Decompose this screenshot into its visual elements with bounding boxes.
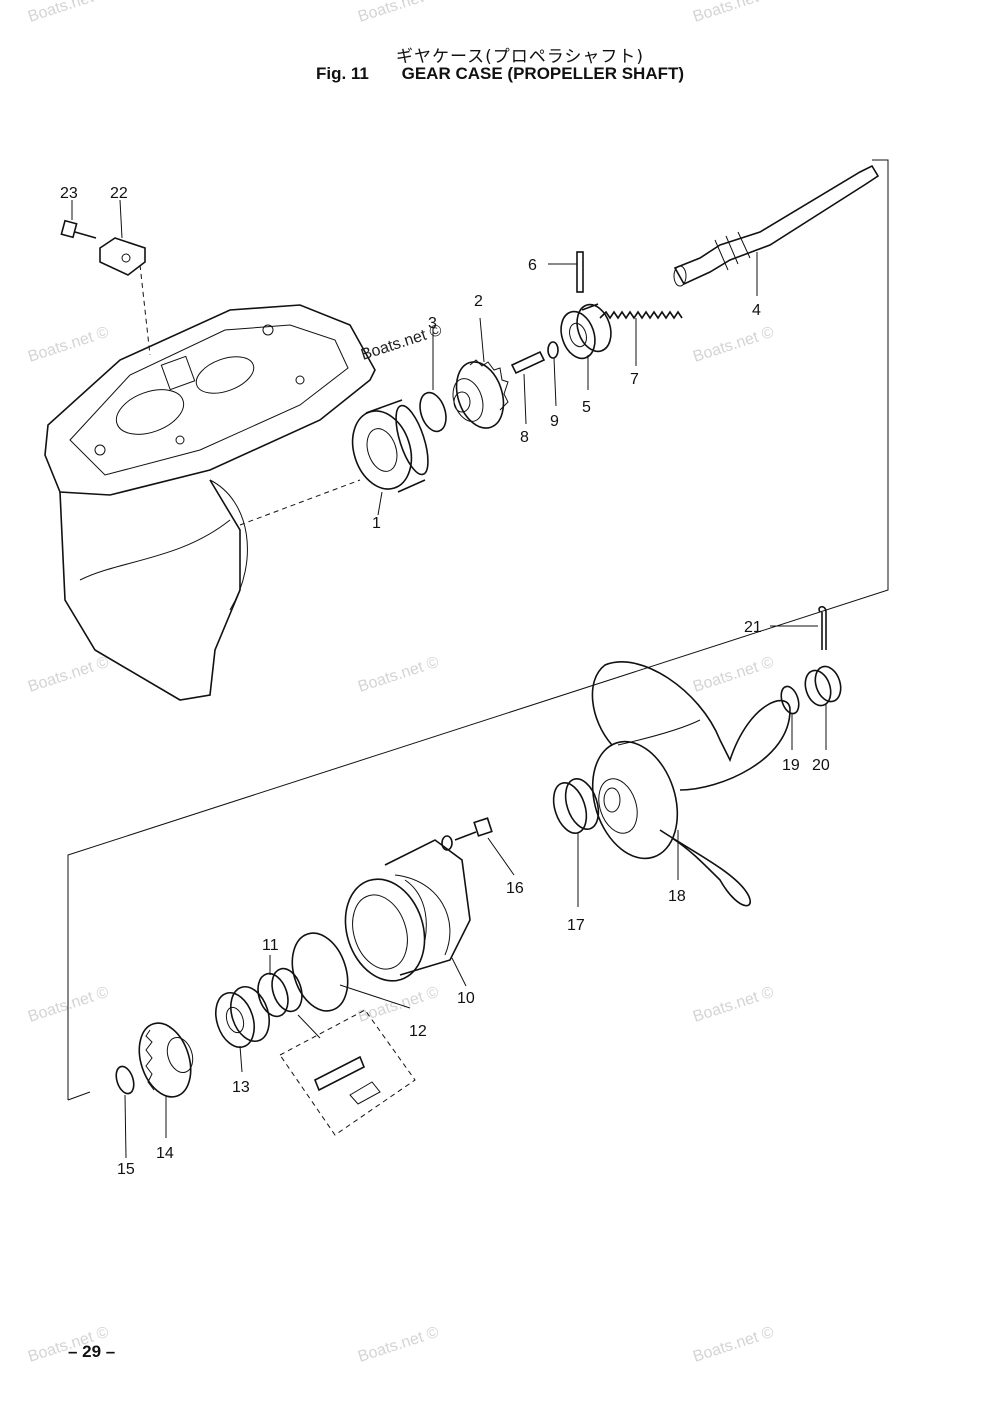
- callout-14: 14: [156, 1145, 174, 1162]
- gear-case-housing: [44, 304, 376, 701]
- callout-20: 20: [812, 757, 830, 774]
- shim-3: [419, 391, 447, 433]
- reverse-gear-2: [452, 359, 509, 429]
- spring-7: [599, 310, 683, 320]
- pin-9: [547, 341, 559, 359]
- castle-nut-20: [804, 665, 842, 707]
- bearing-housing-10: [344, 839, 471, 982]
- callout-3: 3: [428, 315, 437, 332]
- watermark: Boats.net ©: [356, 1324, 441, 1366]
- callout-23: 23: [60, 185, 78, 202]
- callout-19: 19: [782, 757, 800, 774]
- bolt-23: [60, 219, 97, 239]
- bolt-16: [441, 817, 493, 851]
- callout-13: 13: [232, 1079, 250, 1096]
- callout-2: 2: [474, 293, 483, 310]
- propeller-shaft-4: [673, 164, 880, 287]
- watermark: Boats.net ©: [356, 0, 441, 26]
- leader-lines: [71, 199, 827, 1159]
- o-ring-12: [291, 932, 349, 1012]
- watermark: Boats.net ©: [26, 654, 111, 696]
- callout-11: 11: [262, 937, 279, 954]
- push-rod-8: [510, 350, 546, 375]
- figure-title-japanese: ギヤケース(プロペラシャフト): [395, 47, 645, 67]
- page-number: – 29 –: [68, 1342, 116, 1361]
- clutch-dog-5: [560, 303, 612, 360]
- oil-seal-11: [257, 967, 303, 1018]
- callout-5: 5: [582, 399, 591, 416]
- ball-bearing-1: [351, 399, 429, 493]
- watermark: Boats.net ©: [26, 324, 111, 366]
- assembly-frame: [67, 159, 889, 1101]
- callout-18: 18: [668, 888, 686, 905]
- callout-12: 12: [409, 1023, 427, 1040]
- callout-22: 22: [110, 185, 128, 202]
- figure-title: Fig. 11 GEAR CASE (PROPELLER SHAFT): [0, 64, 1000, 84]
- callout-15: 15: [117, 1161, 135, 1178]
- washer-19: [780, 685, 800, 715]
- figure-number: Fig. 11: [315, 64, 369, 83]
- callout-10: 10: [457, 990, 475, 1007]
- callout-16: 16: [506, 880, 524, 897]
- cross-pin-6: [576, 251, 584, 293]
- propeller-18: [591, 661, 791, 907]
- watermark: Boats.net ©: [356, 654, 441, 696]
- watermark: Boats.net ©: [691, 1324, 776, 1366]
- callout-4: 4: [752, 302, 761, 319]
- ball-bearing-13: [215, 985, 270, 1049]
- callout-8: 8: [520, 429, 529, 446]
- forward-gear-14: [138, 1022, 194, 1098]
- shim-15: [115, 1065, 135, 1095]
- anode-22: [99, 237, 146, 276]
- callout-17: 17: [567, 917, 585, 934]
- watermark: Boats.net ©: [691, 654, 776, 696]
- watermark: Boats.net ©: [691, 0, 776, 26]
- needle-bearing-inset: [279, 1009, 416, 1136]
- callout-21: 21: [744, 619, 762, 636]
- callouts: 1 2 3 4 5 6 7 8 9 10 11 12 13 14 15 16 1…: [60, 185, 830, 1178]
- callout-6: 6: [528, 257, 537, 274]
- callout-9: 9: [550, 413, 559, 430]
- watermark: Boats.net ©: [26, 0, 111, 26]
- watermarks: Boats.net © Boats.net © Boats.net © Boat…: [26, 0, 776, 1366]
- watermark: Boats.net ©: [691, 984, 776, 1026]
- watermark: Boats.net ©: [691, 324, 776, 366]
- watermark: Boats.net ©: [26, 984, 111, 1026]
- figure-title-english: GEAR CASE (PROPELLER SHAFT): [401, 64, 685, 83]
- callout-1: 1: [372, 515, 381, 532]
- callout-7: 7: [630, 371, 639, 388]
- cotter-pin-21: [818, 605, 827, 650]
